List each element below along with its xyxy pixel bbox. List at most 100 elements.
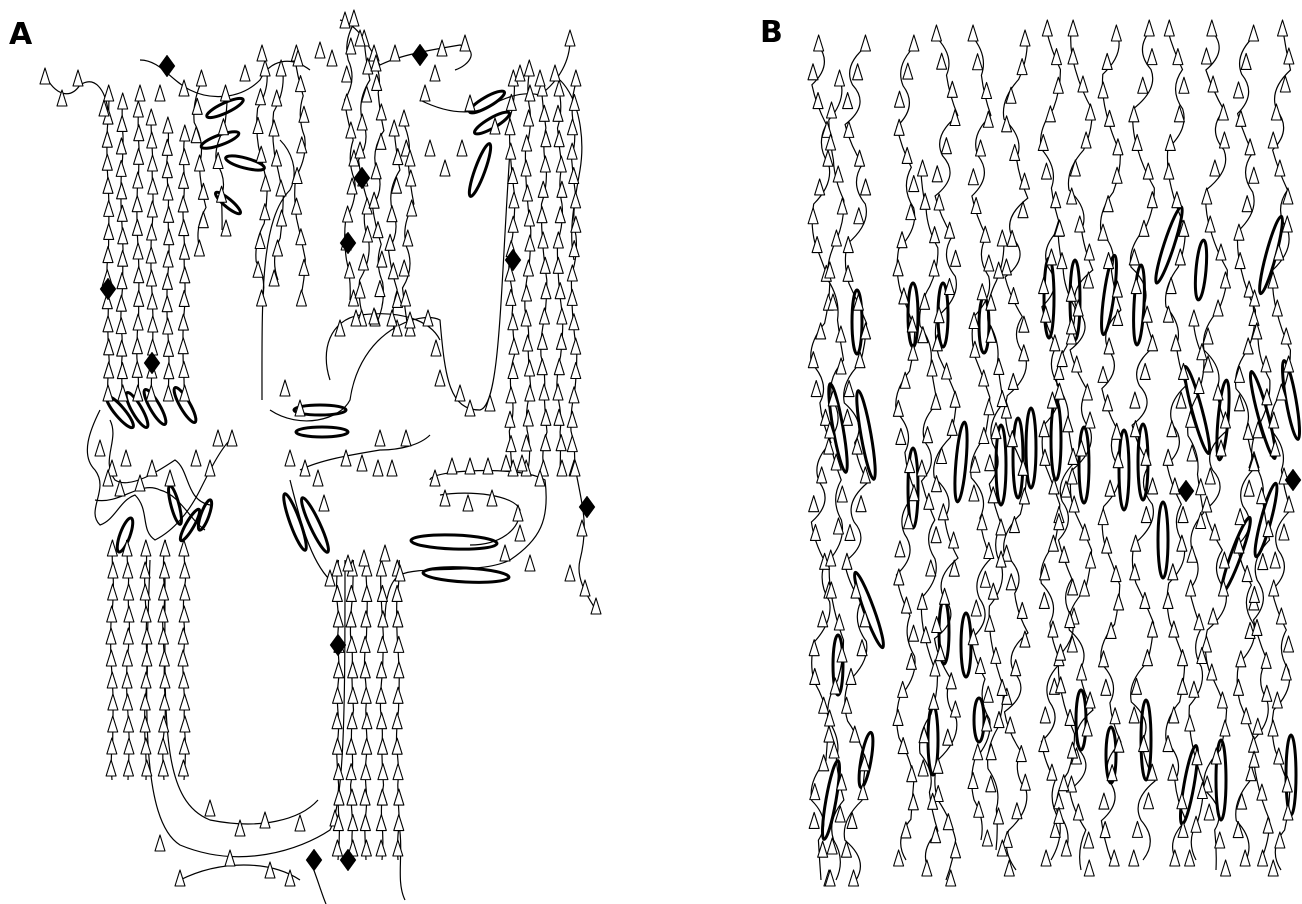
triangle-marker [980,226,990,242]
triangle-marker [334,662,344,678]
triangle-marker [1002,116,1012,132]
triangle-marker [163,117,173,133]
triangle-marker [333,687,343,703]
triangle-marker [842,553,852,569]
triangle-marker [253,261,263,277]
triangle-marker [1221,860,1231,876]
triangle-marker [555,283,565,299]
triangle-marker [569,168,579,184]
triangle-marker [537,207,547,223]
triangle-marker [376,687,386,703]
triangle-marker [1098,651,1108,667]
triangle-marker [465,95,475,111]
triangle-marker [296,76,306,92]
ellipse-marker [1158,502,1168,578]
triangle-marker [811,381,821,397]
triangle-marker [556,156,566,172]
triangle-marker [348,815,358,831]
triangle-marker [1210,160,1220,176]
triangle-marker [997,230,1007,246]
triangle-marker [1085,104,1095,120]
triangle-marker [943,729,953,745]
triangle-marker [457,140,467,156]
triangle-marker [164,229,174,245]
panel-a-diagram [0,0,651,904]
triangle-marker [817,467,827,483]
triangle-marker [255,233,265,249]
triangle-marker [104,223,114,239]
triangle-marker [1249,167,1259,183]
triangle-marker [553,105,563,121]
ellipse-marker [1286,735,1296,815]
triangle-marker [1189,681,1199,697]
triangle-marker [846,668,856,684]
triangle-marker [218,119,228,135]
triangle-marker [141,540,151,556]
triangle-marker [537,359,547,375]
triangle-marker [141,606,151,622]
triangle-marker [357,455,367,471]
triangle-marker [73,70,83,86]
triangle-marker [159,562,169,578]
triangle-marker [1236,110,1246,126]
triangle-marker [938,504,948,520]
strand [180,865,300,880]
strand [811,45,831,880]
triangle-marker [260,204,270,220]
triangle-marker [506,143,516,159]
triangle-marker [124,716,134,732]
ellipse-marker [819,760,843,841]
triangle-marker [900,372,910,388]
triangle-marker [372,74,382,90]
triangle-marker [553,257,563,273]
triangle-marker [155,835,165,851]
triangle-marker [345,262,355,278]
triangle-marker [896,428,906,444]
triangle-marker [555,207,565,223]
triangle-marker [158,738,168,754]
triangle-marker [361,687,371,703]
strand [896,45,916,860]
triangle-marker [1168,764,1178,780]
triangle-marker [567,411,577,427]
triangle-marker [179,606,189,622]
triangle-marker [261,175,271,191]
triangle-marker [269,120,279,136]
ellipse-marker [1026,408,1036,488]
triangle-marker [162,296,172,312]
triangle-marker [1163,736,1173,752]
triangle-marker [159,584,169,600]
ellipse-marker [1013,418,1023,498]
triangle-marker [292,198,302,214]
triangle-marker [1148,335,1158,351]
triangle-marker [373,460,383,476]
triangle-marker [553,384,563,400]
triangle-marker [860,35,870,51]
triangle-marker [401,430,411,446]
triangle-marker [1202,496,1212,512]
triangle-marker [1205,468,1215,484]
triangle-marker [525,385,535,401]
triangle-marker [108,694,118,710]
triangle-marker [826,550,836,566]
triangle-marker [569,387,579,403]
triangle-marker [1249,751,1259,767]
triangle-marker [539,105,549,121]
triangle-marker [850,726,860,742]
triangle-marker [121,450,131,466]
triangle-marker [509,338,519,354]
triangle-marker [1130,421,1140,437]
triangle-marker [1194,614,1204,630]
triangle-marker [1068,48,1078,64]
triangle-marker [1057,253,1067,269]
triangle-marker [1196,479,1206,495]
triangle-marker [1019,316,1029,332]
triangle-marker [1068,20,1078,36]
triangle-marker [501,455,511,471]
triangle-marker [1272,692,1282,708]
triangle-marker [1006,574,1016,590]
triangle-marker [285,450,295,466]
triangle-marker [808,352,818,368]
triangle-marker [1235,253,1245,269]
ellipse-marker [213,190,243,217]
